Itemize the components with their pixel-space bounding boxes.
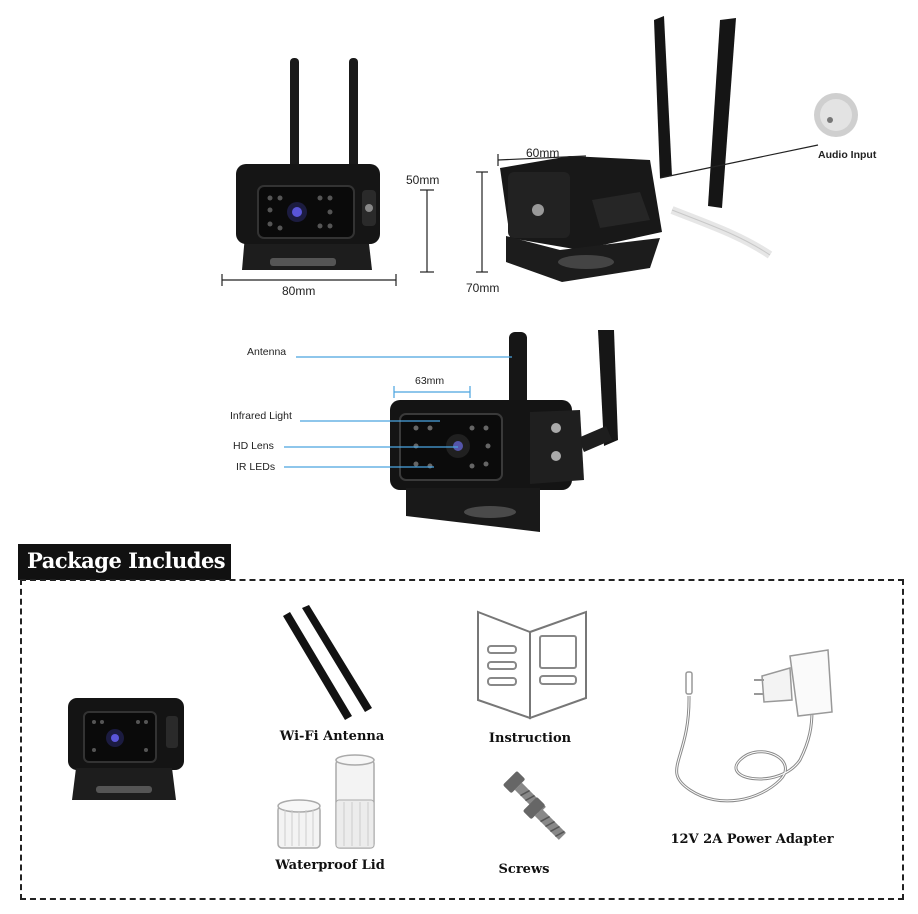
package-item-power-adapter: 12V 2A Power Adapter: [670, 832, 834, 847]
callout-hd-lens: HD Lens: [233, 440, 274, 452]
callout-audio-input: Audio Input: [818, 149, 877, 161]
package-item-waterproof-lid: Waterproof Lid: [275, 858, 385, 873]
package-item-screws: Screws: [498, 862, 550, 877]
dimension-label-width-front: 80mm: [282, 284, 316, 298]
dimension-label-width-lens: 63mm: [415, 375, 445, 387]
dimension-label-height-front: 50mm: [406, 173, 440, 187]
package-item-wifi-antenna: Wi-Fi Antenna: [279, 729, 385, 744]
callout-antenna: Antenna: [247, 346, 287, 358]
package-title: Package Includes: [27, 548, 226, 573]
callout-infrared-light: Infrared Light: [230, 410, 292, 422]
package-contents-box: [20, 579, 904, 900]
package-title-bar: [18, 544, 231, 580]
dimension-label-width-side: 60mm: [526, 146, 560, 160]
package-item-instruction: Instruction: [488, 731, 572, 746]
callout-ir-leds: IR LEDs: [236, 461, 276, 473]
dimension-label-height-side: 70mm: [466, 281, 500, 295]
